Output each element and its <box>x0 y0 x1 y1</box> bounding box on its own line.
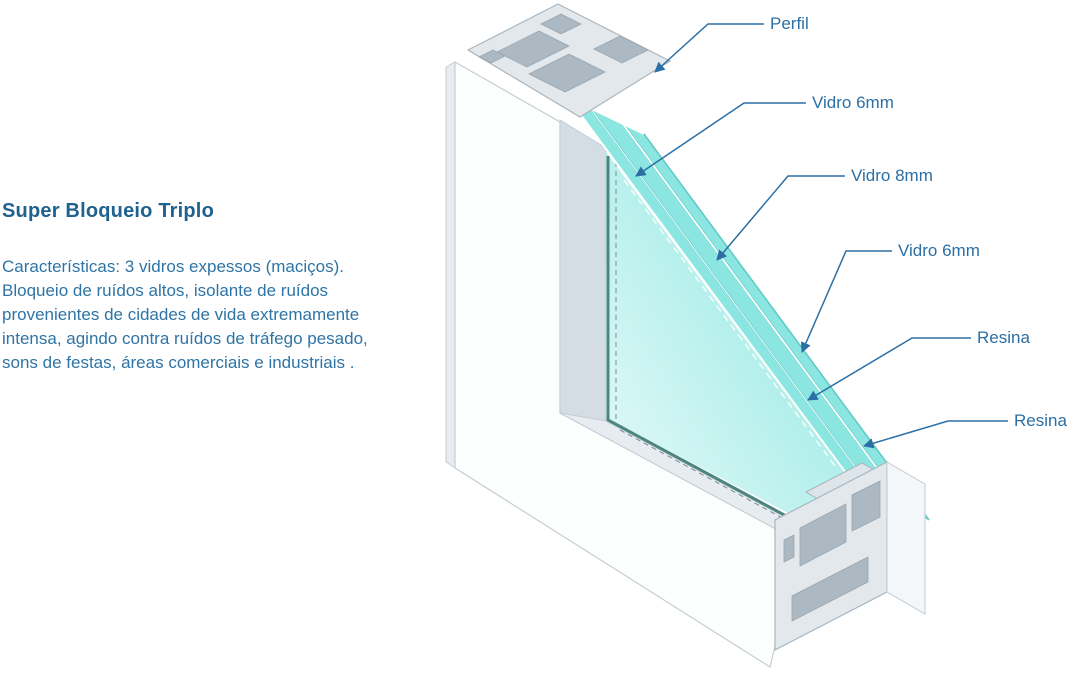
resin-layer-2 <box>621 123 910 511</box>
label-resina-1: Resina <box>977 328 1030 347</box>
info-panel: Super Bloqueio Triplo Características: 3… <box>2 200 492 375</box>
product-description: Características: 3 vidros expessos (maci… <box>2 257 368 372</box>
label-vidro-8mm: Vidro 8mm <box>851 166 933 185</box>
leader-lines <box>635 23 1008 449</box>
glass-pane-face <box>606 152 850 540</box>
page-title: Super Bloqueio Triplo <box>2 200 214 222</box>
gasket-line <box>606 156 841 547</box>
leader-line-resina-1 <box>807 337 971 401</box>
leader-line-vidro-6mm-inner <box>800 250 892 353</box>
glass-band-highlight <box>568 98 855 485</box>
label-vidro-6mm-inner: Vidro 6mm <box>898 241 980 260</box>
glass-band-right-edge <box>643 133 930 521</box>
leader-line-resina-2 <box>862 420 1008 449</box>
bottom-profile-cross-section <box>774 461 926 651</box>
leader-line-vidro-6mm-outer <box>635 102 806 177</box>
top-profile-chambers <box>478 13 649 93</box>
top-profile-cross-section <box>466 3 672 118</box>
leader-line-vidro-8mm <box>716 175 845 261</box>
bottom-profile-side-face <box>886 461 926 615</box>
frame-jamb-reveal <box>559 119 607 422</box>
label-resina-2: Resina <box>1014 411 1067 430</box>
resin-layer-1 <box>589 107 877 495</box>
label-vidro-6mm-outer: Vidro 6mm <box>812 93 894 112</box>
leader-line-perfil <box>654 23 764 73</box>
label-perfil: Perfil <box>770 14 809 33</box>
dashed-line-glass-edge <box>623 179 839 471</box>
bottom-profile-chambers <box>783 480 881 622</box>
